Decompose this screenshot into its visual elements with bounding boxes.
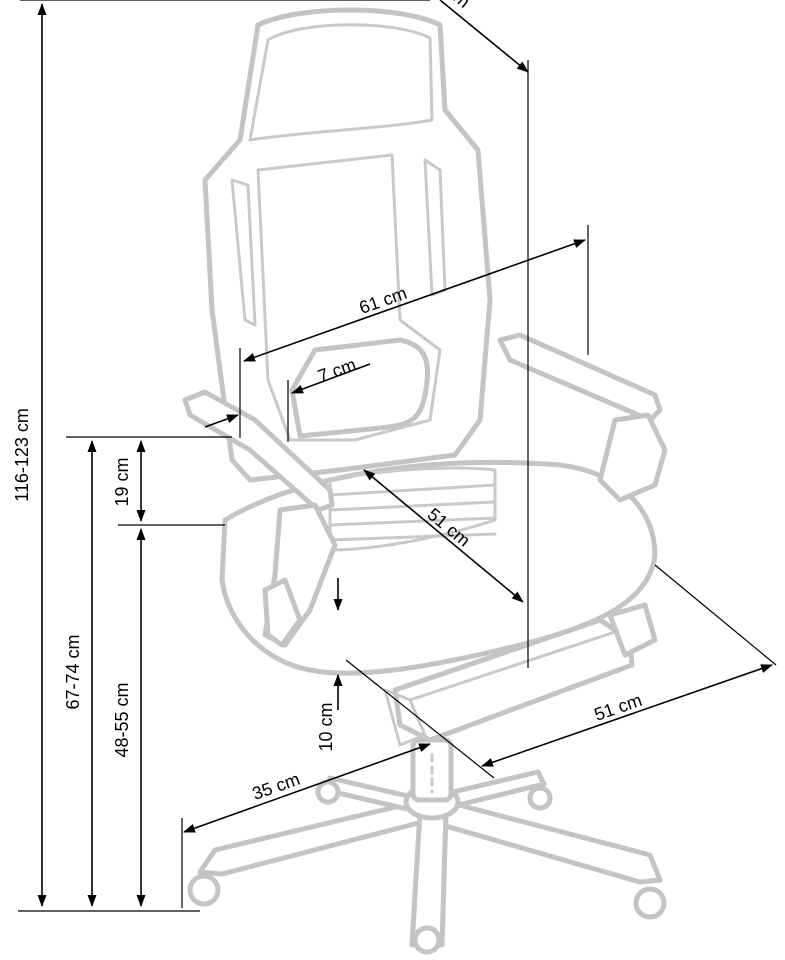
seat-depth-dimension-line bbox=[363, 469, 524, 603]
chair-illustration bbox=[182, 7, 668, 955]
footrest-depth-label: 51 cm bbox=[592, 690, 645, 725]
seat-height-label: 48-55 cm bbox=[112, 682, 132, 757]
base-radius-dimension-line bbox=[183, 743, 431, 833]
armrest-above-seat-label: 19 cm bbox=[112, 457, 132, 506]
cut-off-label: m bbox=[450, 0, 474, 12]
depth-dimension-line-top bbox=[439, 0, 529, 73]
caster-front bbox=[412, 925, 442, 955]
caster-right bbox=[633, 886, 667, 920]
footrest-dimension-line bbox=[481, 664, 773, 767]
caster-back-left bbox=[315, 779, 341, 805]
chair-base bbox=[187, 737, 667, 955]
lumbar-cushion bbox=[289, 337, 431, 439]
armrest-right bbox=[497, 332, 663, 423]
lumbar-dimension-line bbox=[291, 363, 371, 394]
caster-back-right bbox=[527, 785, 553, 811]
caster-left bbox=[187, 873, 221, 907]
total-height-label: 116-123 cm bbox=[12, 408, 32, 502]
gas-lift-label: 10 cm bbox=[316, 702, 336, 751]
dimension-lines bbox=[18, 0, 777, 912]
backrest-width-dimension-line bbox=[243, 239, 586, 362]
backrest bbox=[202, 7, 493, 483]
armrest-height-label: 67-74 cm bbox=[63, 634, 83, 709]
